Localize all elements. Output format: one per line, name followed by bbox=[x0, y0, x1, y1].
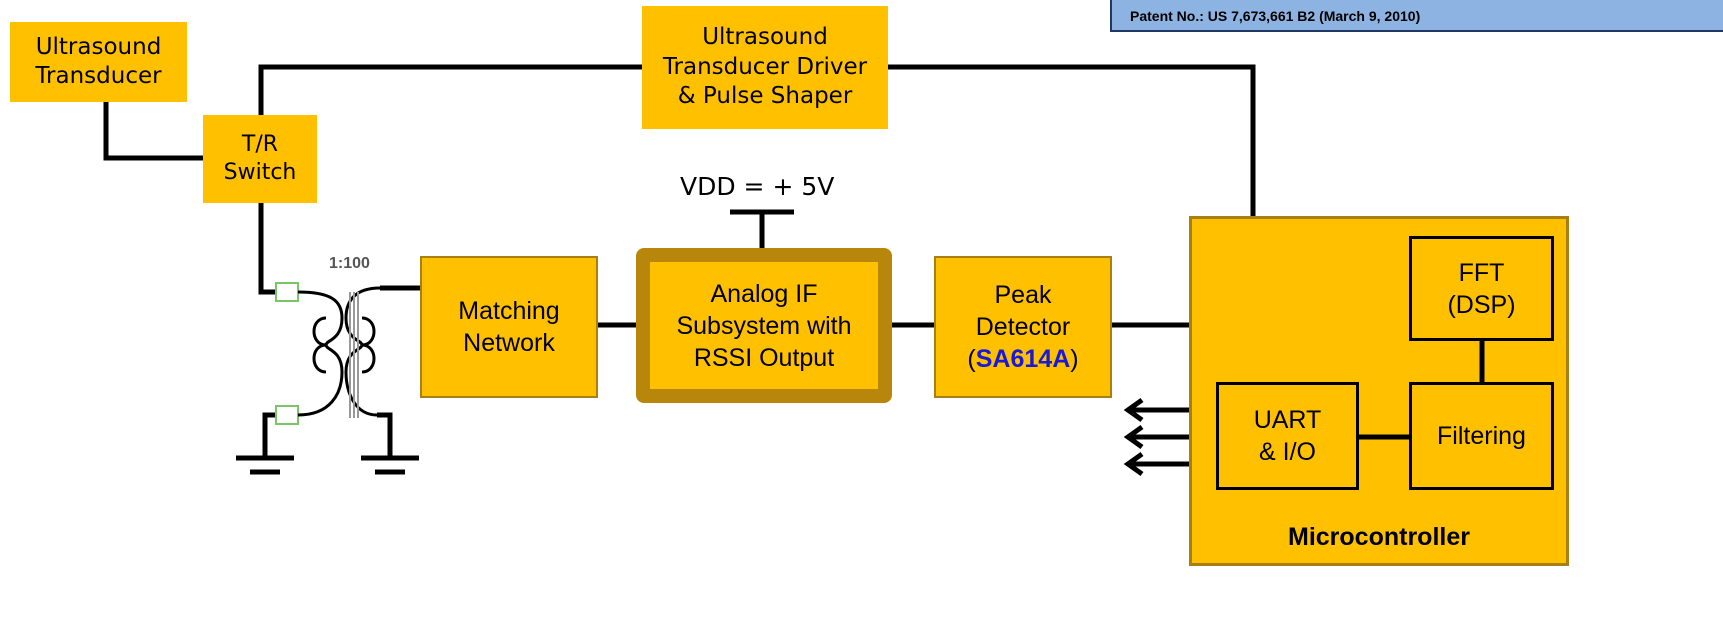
peak-paren-close: ) bbox=[1070, 345, 1079, 373]
analog-if-line1: Analog IF bbox=[710, 279, 818, 308]
peak-line2: Detector bbox=[975, 313, 1071, 341]
peak-detector-block: Peak Detector (SA614A) bbox=[934, 256, 1112, 398]
tr-switch-line2: Switch bbox=[223, 160, 297, 185]
vdd-label: VDD = + 5V bbox=[680, 172, 835, 201]
fft-line1: FFT bbox=[1458, 258, 1505, 287]
wire-transducer-switch bbox=[103, 100, 205, 161]
matching-network-block: Matching Network bbox=[420, 256, 598, 398]
analog-if-line2: Subsystem with bbox=[676, 311, 852, 340]
arrow-head-1 bbox=[1123, 397, 1144, 423]
peak-line3: (SA614A) bbox=[967, 343, 1078, 375]
uart-block: UART & I/O bbox=[1216, 382, 1359, 490]
ground-left-icon bbox=[236, 455, 294, 475]
driver-line1: Ultrasound bbox=[702, 24, 828, 51]
transducer-line2: Transducer bbox=[35, 63, 162, 89]
arrow-head-2 bbox=[1123, 424, 1144, 450]
wire-secondary-ground bbox=[377, 412, 393, 458]
filtering-block: Filtering bbox=[1409, 382, 1554, 490]
tr-switch-line1: T/R bbox=[241, 131, 279, 157]
driver-block: Ultrasound Transducer Driver & Pulse Sha… bbox=[642, 6, 888, 129]
patent-text: Patent No.: US 7,673,661 B2 (March 9, 20… bbox=[1130, 8, 1421, 24]
transformer-ratio: 1:100 bbox=[329, 255, 370, 272]
fft-line2: (DSP) bbox=[1447, 290, 1516, 319]
matching-line1: Matching bbox=[458, 297, 560, 325]
transducer-line1: Ultrasound bbox=[35, 33, 162, 60]
arrow-head-3 bbox=[1123, 451, 1144, 477]
filtering-label: Filtering bbox=[1437, 422, 1526, 450]
driver-line2: Transducer Driver bbox=[662, 53, 868, 80]
fft-block: FFT (DSP) bbox=[1409, 236, 1554, 341]
uart-line2: & I/O bbox=[1259, 438, 1316, 466]
transducer-block: Ultrasound Transducer bbox=[10, 22, 187, 102]
analog-if-block: Analog IF Subsystem with RSSI Output bbox=[636, 248, 892, 403]
peak-line1: Peak bbox=[994, 281, 1052, 309]
peak-paren-open: ( bbox=[967, 345, 976, 373]
analog-if-inner: Analog IF Subsystem with RSSI Output bbox=[650, 262, 878, 389]
analog-if-line3: RSSI Output bbox=[693, 343, 835, 372]
patent-banner: Patent No.: US 7,673,661 B2 (March 9, 20… bbox=[1110, 0, 1723, 32]
matching-line2: Network bbox=[463, 329, 555, 357]
wire-primary-ground bbox=[262, 412, 276, 458]
microcontroller-label: Microcontroller bbox=[1288, 523, 1470, 551]
uart-line1: UART bbox=[1253, 406, 1322, 434]
peak-part-number: SA614A bbox=[975, 345, 1071, 373]
transformer-icon bbox=[275, 282, 381, 425]
driver-line3: & Pulse Shaper bbox=[677, 83, 853, 110]
ground-right-icon bbox=[361, 455, 419, 475]
tr-switch-block: T/R Switch bbox=[203, 115, 317, 203]
wire-switch-primary bbox=[258, 203, 276, 295]
